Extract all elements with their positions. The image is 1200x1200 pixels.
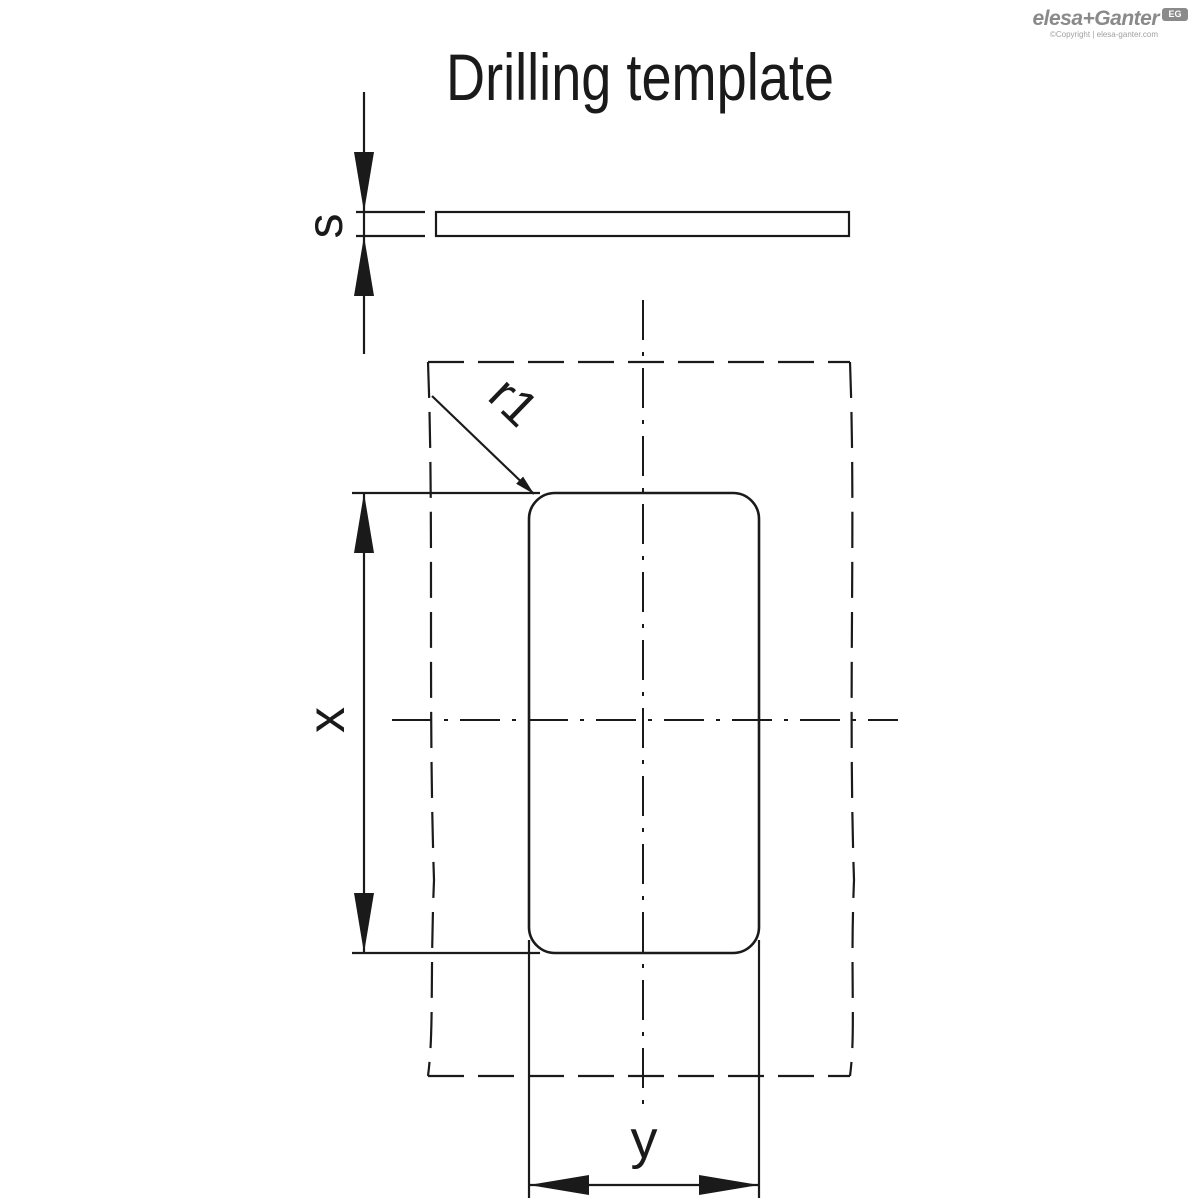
- thickness-arrow-bottom: [354, 236, 374, 296]
- length-label: x: [298, 707, 356, 733]
- logo-badge: EG: [1162, 8, 1188, 21]
- outer-housing-outline: [426, 360, 856, 1078]
- width-arrow-right: [699, 1175, 759, 1195]
- length-arrow-bottom: [354, 893, 374, 953]
- radius-label: r1: [478, 366, 549, 437]
- side-view: [356, 92, 851, 354]
- thickness-arrow-top: [354, 152, 374, 212]
- thickness-label: s: [297, 214, 353, 239]
- width-arrow-left: [529, 1175, 589, 1195]
- width-label: y: [631, 1110, 658, 1170]
- length-arrows: [354, 493, 374, 953]
- length-arrow-top: [354, 493, 374, 553]
- length-dimension: [352, 491, 540, 955]
- diagram-title: Drilling template: [446, 40, 834, 114]
- logo-brand-text: elesa+Ganter: [1032, 7, 1159, 30]
- housing-edge-left: [426, 361, 436, 1077]
- centerlines: [392, 300, 898, 1105]
- radius-leader-line: [431, 395, 535, 495]
- logo-copyright: ©Copyright | elesa-ganter.com: [1049, 30, 1158, 39]
- plate-side-profile: [434, 210, 851, 238]
- width-arrows: [529, 1175, 759, 1195]
- cutout-outline: [527, 491, 761, 955]
- housing-edge-right: [848, 361, 856, 1077]
- thickness-arrows: [354, 152, 374, 296]
